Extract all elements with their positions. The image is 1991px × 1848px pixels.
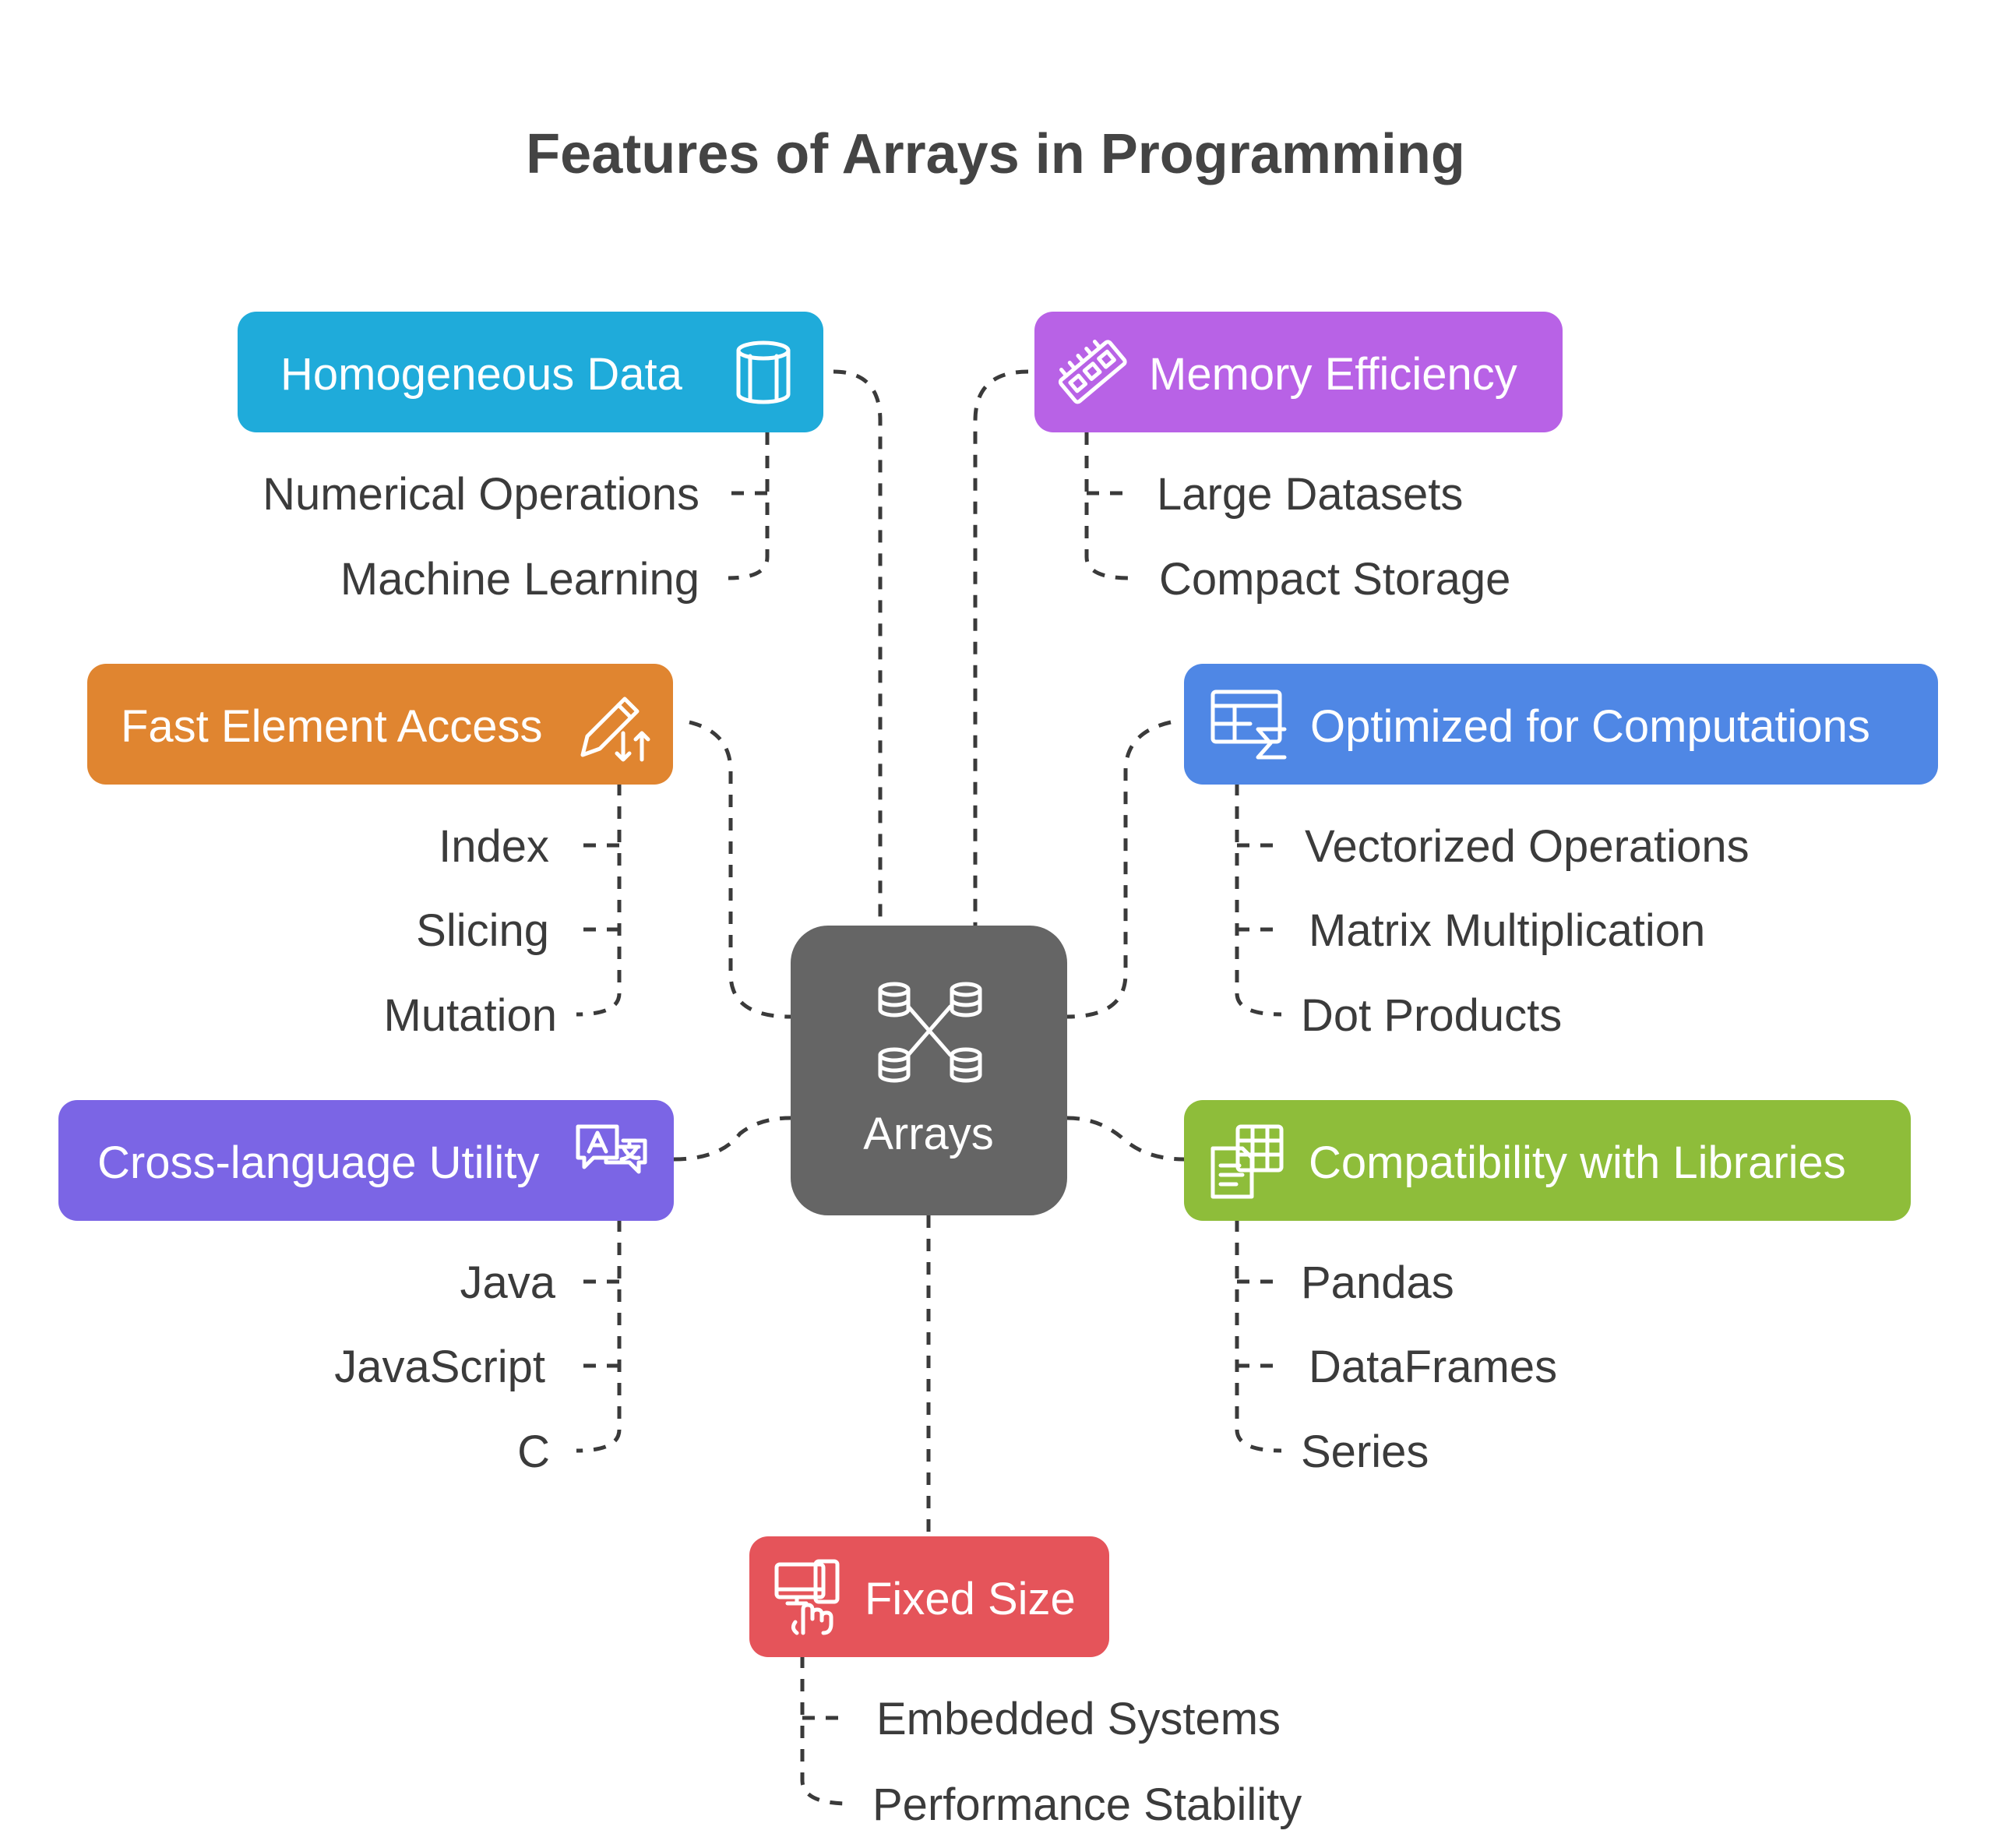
cylinder-icon — [736, 340, 791, 404]
leaf-item: Numerical Operations — [263, 469, 699, 520]
table-sum-icon — [1210, 689, 1287, 760]
feature-cross-language: Cross-language Utility — [58, 1100, 674, 1221]
leaf-connectors — [576, 432, 1282, 1806]
memory-chip-icon — [1058, 340, 1127, 404]
feature-compatibility: Compatibility with Libraries — [1184, 1100, 1911, 1221]
feature-label-cross-language: Cross-language Utility — [97, 1137, 539, 1188]
leaf-connector-fast-access — [576, 783, 622, 1017]
feature-box-optimized — [1184, 664, 1938, 785]
feature-box-compatibility — [1184, 1100, 1911, 1221]
connector-memory — [973, 369, 1029, 926]
leaf-connector-homogeneous — [728, 432, 770, 580]
leaf-item: Vectorized Operations — [1305, 821, 1750, 872]
connector-compatibility — [1066, 1116, 1185, 1162]
leaf-item: Machine Learning — [340, 554, 699, 605]
feature-memory: Memory Efficiency — [1034, 312, 1563, 432]
feature-homogeneous: Homogeneous Data — [238, 312, 823, 432]
spreadsheet-document-icon — [1210, 1124, 1284, 1199]
leaf-connector-optimized — [1235, 783, 1282, 1017]
pencil-sort-icon — [580, 697, 650, 762]
leaf-item: DataFrames — [1309, 1342, 1557, 1392]
feature-label-compatibility: Compatibility with Libraries — [1309, 1137, 1846, 1188]
leaf-connector-memory — [1084, 432, 1130, 580]
center-connectors — [673, 369, 1185, 1535]
connector-cross-language — [673, 1116, 791, 1162]
leaf-item: Matrix Multiplication — [1309, 905, 1705, 956]
connector-fast-access — [689, 720, 791, 1019]
feature-label-fixed-size: Fixed Size — [865, 1574, 1076, 1624]
leaf-item: Slicing — [416, 905, 549, 956]
feature-box-homogeneous — [238, 312, 823, 432]
center-node-box — [791, 926, 1067, 1215]
leaf-item: JavaScript — [334, 1342, 545, 1392]
feature-box-fast-access — [87, 664, 673, 785]
feature-label-memory: Memory Efficiency — [1149, 349, 1517, 400]
center-label: Arrays — [863, 1109, 994, 1159]
leaf-item: Compact Storage — [1159, 554, 1510, 605]
feature-box-cross-language — [58, 1100, 674, 1221]
leaf-item: Mutation — [384, 990, 557, 1041]
center-node: Arrays — [791, 926, 1067, 1215]
leaf-item: Embedded Systems — [876, 1694, 1281, 1744]
leaf-item: Index — [439, 821, 549, 872]
leaf-item: Dot Products — [1301, 990, 1562, 1041]
feature-label-optimized: Optimized for Computations — [1310, 701, 1870, 752]
feature-optimized: Optimized for Computations — [1184, 664, 1938, 785]
leaf-item: Large Datasets — [1157, 469, 1463, 520]
leaf-connector-cross-language — [576, 1219, 622, 1453]
feature-fixed-size: Fixed Size — [749, 1536, 1109, 1657]
leaf-item: Pandas — [1301, 1257, 1454, 1308]
devices-hand-icon — [774, 1559, 840, 1635]
translate-icon — [576, 1124, 647, 1174]
leaf-connector-fixed-size — [800, 1656, 850, 1806]
leaf-item: Java — [460, 1257, 555, 1308]
leaf-item: Performance Stability — [872, 1779, 1302, 1830]
leaf-item: C — [517, 1427, 550, 1477]
leaf-item: Series — [1301, 1427, 1429, 1477]
connector-optimized — [1066, 720, 1172, 1019]
feature-label-homogeneous: Homogeneous Data — [280, 349, 683, 400]
feature-fast-access: Fast Element Access — [87, 664, 673, 785]
leaf-connector-compatibility — [1235, 1219, 1282, 1453]
feature-box-memory — [1034, 312, 1563, 432]
page-title: Features of Arrays in Programming — [526, 123, 1465, 185]
database-network-icon — [878, 982, 982, 1083]
feature-label-fast-access: Fast Element Access — [121, 701, 543, 752]
connector-homogeneous — [833, 369, 883, 926]
